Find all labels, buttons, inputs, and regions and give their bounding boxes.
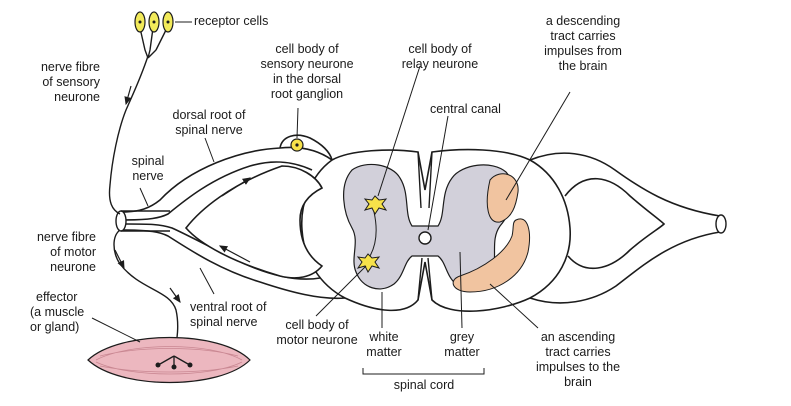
sensory-fibre <box>108 55 149 215</box>
motor-end-plates <box>159 355 189 366</box>
ventral-root-outer <box>121 229 346 300</box>
leader-ascending <box>489 283 539 329</box>
right-nerve-upper <box>529 152 721 217</box>
left-nerve-end <box>115 210 127 232</box>
arrow-dorsal-root <box>221 177 252 197</box>
leader-motor-body <box>315 265 367 317</box>
label-effector: effector (a muscle or gland) <box>30 290 85 334</box>
leader-spinal-nerve <box>139 187 149 207</box>
arrow-sensory <box>124 85 132 106</box>
leader-sensory-body <box>296 107 299 139</box>
leader-descending <box>505 91 571 201</box>
label-spinal-cord: spinal cord <box>393 378 455 392</box>
label-ascending-tract: an ascending tract carries impulses to t… <box>535 330 621 389</box>
ascending-tract <box>452 218 530 293</box>
label-ventral-root: ventral root of spinal nerve <box>190 300 267 329</box>
relay-to-motor <box>369 211 377 257</box>
label-nerve-fibre-sensory: nerve fibre of sensory neurone <box>40 60 100 104</box>
muscle-fibres <box>95 346 243 375</box>
dorsal-root-inner <box>121 161 313 221</box>
label-dorsal-root: dorsal root of spinal nerve <box>172 108 246 137</box>
dorsal-fissure <box>417 151 433 209</box>
label-spinal-nerve: spinal nerve <box>131 154 165 183</box>
leader-effector <box>91 317 141 343</box>
leader-dorsal-root <box>204 137 215 163</box>
central-canal <box>418 231 432 245</box>
motor-cell-body <box>356 253 381 273</box>
leader-ventral-root <box>199 267 215 295</box>
spinal-cord-bracket <box>362 368 485 375</box>
arrow-ventral-root <box>218 245 251 263</box>
relay-cell-body <box>363 195 388 215</box>
muscle <box>87 336 251 384</box>
label-descending-tract: a descending tract carries impulses from… <box>544 14 622 73</box>
label-receptor-cells: receptor cells <box>194 14 269 28</box>
label-cell-body-relay: cell body of relay neurone <box>401 42 479 71</box>
right-nerve-lower <box>529 231 721 304</box>
receptor-cells <box>134 11 174 33</box>
label-central-canal: central canal <box>430 102 501 116</box>
label-grey-matter: grey matter <box>444 330 480 359</box>
descending-tract <box>486 173 519 223</box>
label-nerve-fibre-motor: nerve fibre of motor neurone <box>36 230 96 274</box>
spinal-nerve-trunk <box>121 210 170 232</box>
dorsal-root-outer <box>121 146 333 213</box>
arrow-motor-1 <box>114 249 125 270</box>
motor-fibre <box>113 229 179 357</box>
leader-relay <box>377 65 421 197</box>
right-nerve-end <box>715 214 727 234</box>
sensory-fibre-branches <box>139 27 168 59</box>
right-nerve-inner <box>564 177 666 270</box>
arrow-motor-2 <box>169 287 181 303</box>
label-white-matter: white matter <box>366 330 402 359</box>
leader-grey-matter <box>459 251 463 329</box>
dorsal-root-ganglion <box>279 134 333 161</box>
leader-central-canal <box>427 115 449 231</box>
label-cell-body-motor: cell body of motor neurone <box>276 318 358 347</box>
label-cell-body-sensory: cell body of sensory neurone in the dors… <box>260 42 354 101</box>
ventral-fissure <box>417 257 433 301</box>
